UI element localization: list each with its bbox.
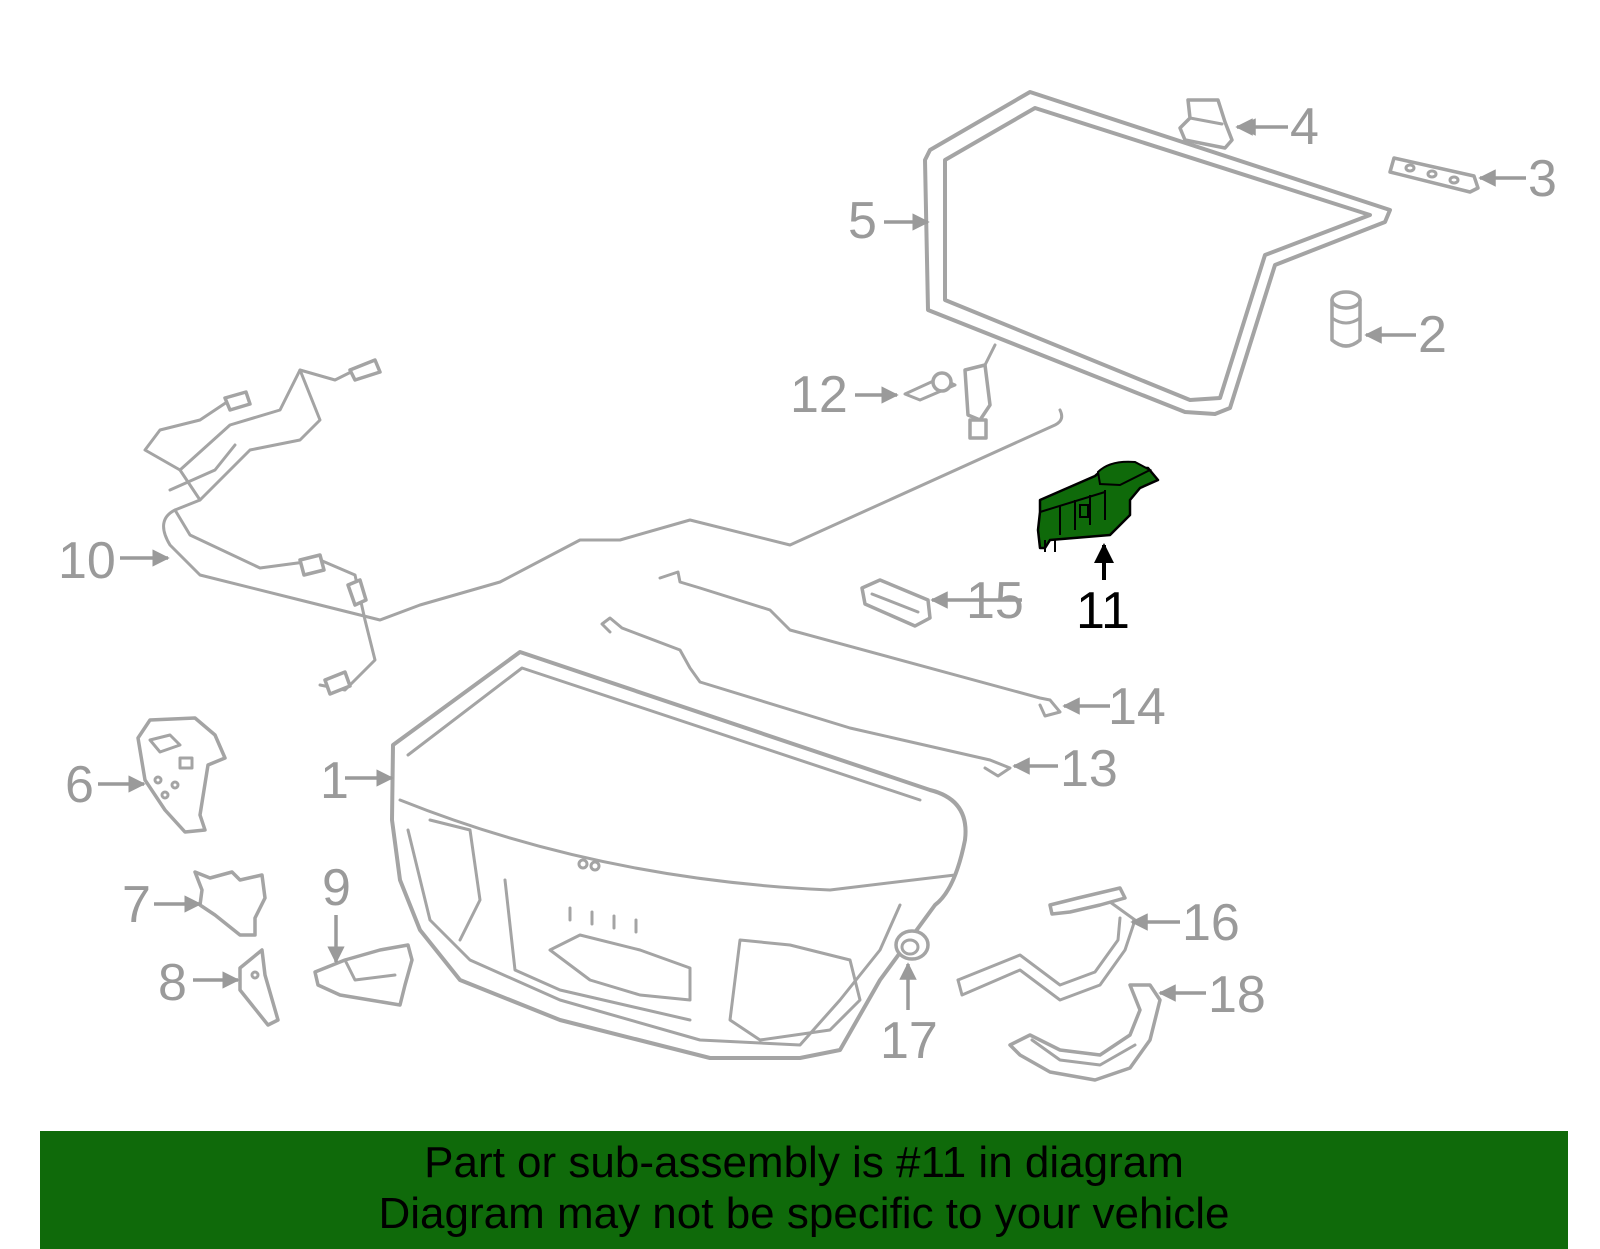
part-15-lamp[interactable] xyxy=(860,578,932,628)
info-banner: Part or sub-assembly is #11 in diagram D… xyxy=(40,1131,1568,1249)
part-4-clip[interactable] xyxy=(1178,98,1234,150)
part-8-bracket[interactable] xyxy=(238,948,280,1027)
part-6-bracket[interactable] xyxy=(136,716,227,834)
part-16-hinge[interactable] xyxy=(956,886,1137,1002)
banner-line-part: Part or sub-assembly is #11 in diagram xyxy=(424,1138,1184,1187)
callout-2[interactable]: 2 xyxy=(1418,306,1447,364)
callout-4[interactable]: 4 xyxy=(1290,98,1319,156)
part-7-bracket[interactable] xyxy=(193,870,267,937)
part-5-weatherstrip[interactable] xyxy=(923,90,1392,416)
part-13-rod[interactable] xyxy=(600,616,1012,778)
part-2-bumper[interactable] xyxy=(1330,290,1362,348)
part-1-trunk-lid[interactable] xyxy=(390,650,968,1060)
callout-9[interactable]: 9 xyxy=(322,859,351,917)
callout-arrows xyxy=(98,118,1526,1010)
callout-10[interactable]: 10 xyxy=(58,532,116,590)
part-9-bracket[interactable] xyxy=(313,943,414,1007)
part-14-rod[interactable] xyxy=(658,570,1062,718)
callout-5[interactable]: 5 xyxy=(848,192,877,250)
part-10-harness[interactable] xyxy=(143,358,1064,696)
callout-15[interactable]: 15 xyxy=(966,572,1024,630)
callout-11[interactable]: 11 xyxy=(1076,582,1130,640)
part-12-hinge[interactable] xyxy=(903,343,997,440)
callout-3[interactable]: 3 xyxy=(1528,150,1557,208)
callout-13[interactable]: 13 xyxy=(1060,740,1118,798)
callout-1[interactable]: 1 xyxy=(320,752,349,810)
callout-labels: 4 3 5 2 12 10 11 15 14 13 1 6 9 7 16 8 1… xyxy=(58,98,1557,1070)
callout-7[interactable]: 7 xyxy=(122,876,151,934)
callout-18[interactable]: 18 xyxy=(1208,966,1266,1024)
banner-line-disclaimer: Diagram may not be specific to your vehi… xyxy=(378,1189,1230,1238)
callout-14[interactable]: 14 xyxy=(1108,678,1166,736)
callout-16[interactable]: 16 xyxy=(1182,894,1240,952)
callout-6[interactable]: 6 xyxy=(65,756,94,814)
part-3-plate[interactable] xyxy=(1388,156,1480,194)
part-18-cover[interactable] xyxy=(1008,983,1162,1082)
part-11-latch[interactable] xyxy=(1036,460,1160,552)
callout-17[interactable]: 17 xyxy=(880,1012,938,1070)
callout-12[interactable]: 12 xyxy=(790,366,848,424)
callout-8[interactable]: 8 xyxy=(158,954,187,1012)
part-17-grommet[interactable] xyxy=(894,929,930,961)
